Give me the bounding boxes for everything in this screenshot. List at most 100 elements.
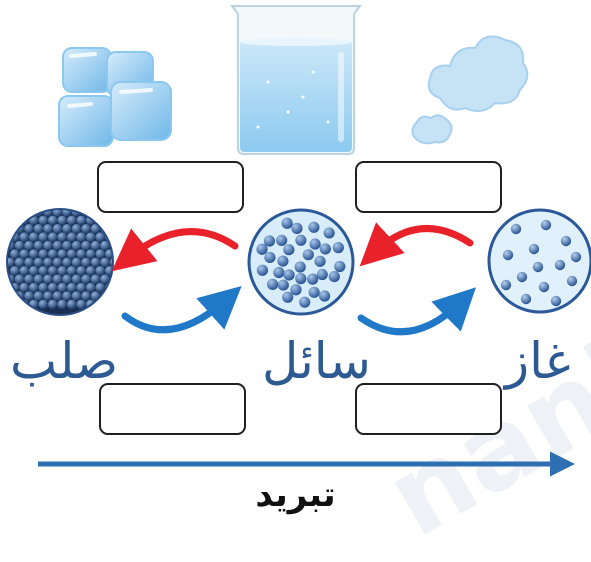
solid-particle bbox=[28, 232, 39, 242]
solid-particle bbox=[90, 224, 101, 234]
gas-particle bbox=[502, 249, 514, 261]
solid-particle bbox=[66, 249, 77, 259]
solid-particle bbox=[66, 282, 77, 293]
solid-particle bbox=[52, 274, 63, 284]
solid-particle bbox=[57, 249, 68, 259]
liquid-particle bbox=[309, 238, 321, 250]
gas-particle bbox=[570, 251, 582, 263]
liquid-particle bbox=[319, 243, 331, 255]
solid-particle bbox=[14, 257, 25, 268]
answer-box-top-right[interactable] bbox=[355, 161, 502, 213]
gas-particle bbox=[540, 219, 552, 231]
gas-particle bbox=[554, 259, 566, 271]
solid-particle bbox=[43, 274, 53, 284]
liquid-particle bbox=[295, 234, 307, 246]
gas-particle bbox=[560, 235, 572, 247]
liquid-particle bbox=[316, 268, 328, 281]
gas-particle bbox=[500, 279, 512, 291]
solid-particle bbox=[81, 257, 91, 268]
solid-particle bbox=[28, 249, 39, 259]
solid-particle bbox=[52, 210, 63, 217]
solid-particle bbox=[14, 274, 25, 284]
solid-particle bbox=[71, 291, 82, 301]
solid-particle bbox=[9, 266, 20, 276]
liquid-particle bbox=[283, 244, 295, 256]
solid-particle bbox=[38, 282, 49, 293]
solid-particle bbox=[76, 282, 87, 293]
solid-particle bbox=[71, 274, 82, 284]
solid-particle bbox=[95, 249, 106, 259]
solid-particle bbox=[38, 215, 49, 226]
liquid-particle bbox=[277, 279, 289, 291]
solid-particle bbox=[47, 266, 58, 276]
solid-particle bbox=[66, 266, 77, 276]
solid-particle bbox=[85, 249, 96, 259]
solid-particle bbox=[33, 291, 44, 301]
solid-particle bbox=[57, 299, 68, 310]
solid-particle bbox=[52, 291, 63, 301]
solid-particle bbox=[43, 210, 53, 217]
solid-particle bbox=[71, 224, 82, 234]
label-gas: غاز bbox=[505, 332, 571, 390]
liquid-particle bbox=[308, 221, 320, 233]
solid-particle bbox=[85, 266, 96, 276]
label-liquid: سائل bbox=[262, 332, 371, 390]
water-beaker-icon bbox=[230, 5, 362, 155]
gas-particle bbox=[510, 223, 522, 235]
solid-particle bbox=[90, 240, 101, 251]
liquid-particle bbox=[266, 278, 279, 290]
gas-particle bbox=[532, 261, 544, 273]
liquid-particle bbox=[332, 242, 344, 254]
solid-particle bbox=[19, 282, 30, 293]
solid-particle bbox=[28, 282, 39, 293]
solid-particle bbox=[8, 257, 15, 268]
liquid-particle bbox=[291, 222, 303, 234]
answer-box-bottom-left[interactable] bbox=[99, 383, 246, 435]
solid-particle bbox=[76, 266, 87, 276]
liquid-particle bbox=[294, 261, 306, 273]
solid-particle bbox=[33, 224, 44, 234]
solid-particle bbox=[62, 291, 72, 301]
gas-particle bbox=[538, 281, 550, 293]
answer-box-top-left[interactable] bbox=[97, 161, 244, 213]
liquid-particle bbox=[308, 286, 320, 298]
solid-particle bbox=[43, 224, 53, 234]
liquid-particle bbox=[323, 227, 335, 239]
solid-particle bbox=[52, 257, 63, 268]
ice-cubes-icon bbox=[58, 47, 172, 147]
solid-particle bbox=[24, 274, 34, 284]
liquid-particle bbox=[281, 217, 293, 229]
solid-particle bbox=[85, 282, 96, 293]
gas-particle bbox=[528, 243, 540, 255]
solid-particle bbox=[90, 257, 101, 268]
liquid-particle bbox=[256, 264, 269, 276]
solid-particle bbox=[24, 224, 34, 234]
solid-particle bbox=[24, 257, 34, 268]
solid-particle bbox=[43, 291, 53, 301]
transition-arrows bbox=[38, 222, 575, 477]
solid-particle bbox=[62, 240, 72, 251]
solid-particle bbox=[81, 224, 91, 234]
solid-particle bbox=[57, 282, 68, 293]
liquid-particle bbox=[282, 291, 294, 303]
solid-particle bbox=[38, 266, 49, 276]
red-arrow-left bbox=[111, 228, 239, 272]
solid-particle bbox=[71, 240, 82, 251]
solid-particle bbox=[95, 282, 106, 293]
blue-arrow-right bbox=[357, 287, 477, 336]
cooling-caption: تبريد bbox=[255, 475, 336, 515]
solid-particle bbox=[95, 266, 106, 276]
solid-particle bbox=[76, 299, 87, 310]
gas-particle bbox=[550, 295, 562, 307]
answer-box-bottom-right[interactable] bbox=[355, 383, 502, 435]
liquid-particle bbox=[299, 296, 311, 308]
solid-particle bbox=[28, 266, 39, 276]
solid-particle bbox=[43, 240, 53, 251]
solid-particle bbox=[66, 232, 77, 242]
solid-particle bbox=[104, 266, 112, 276]
solid-particle bbox=[76, 232, 87, 242]
solid-particle bbox=[81, 274, 91, 284]
solid-particle bbox=[81, 291, 91, 301]
solid-particle bbox=[38, 299, 49, 310]
solid-particle bbox=[38, 249, 49, 259]
